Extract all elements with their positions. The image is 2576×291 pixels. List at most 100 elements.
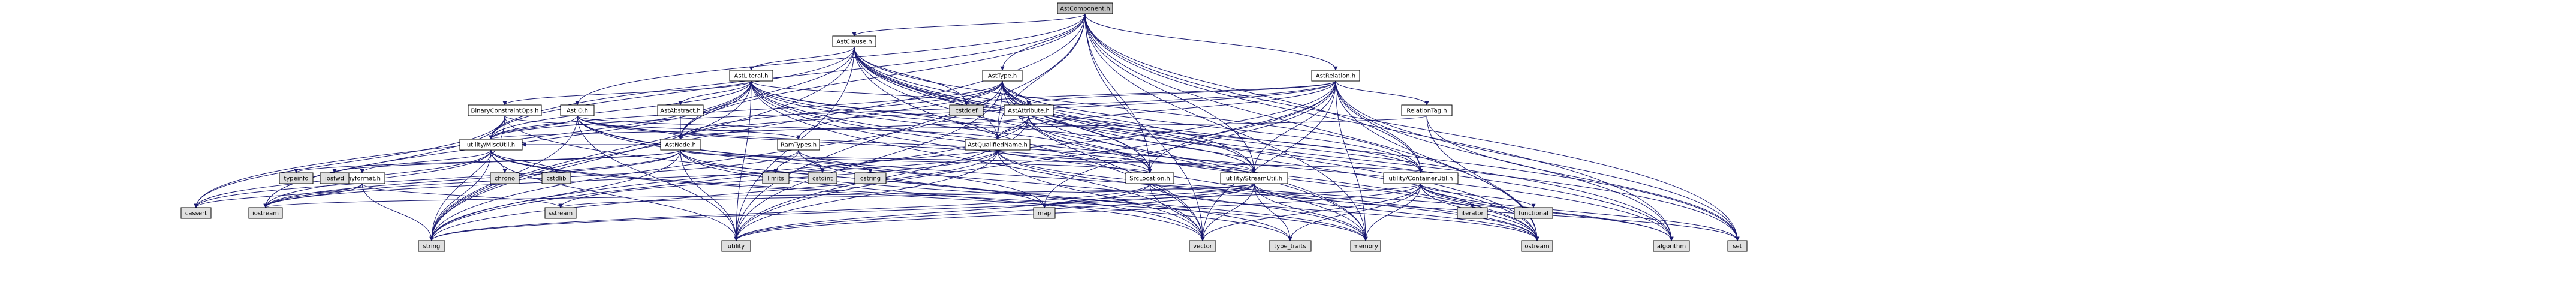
node-astclause-h[interactable]: AstClause.h [832,35,876,47]
node-box-iosfwd [320,172,350,184]
edge-relationtag-h-to-utility-miscutil-h [489,115,1427,140]
node-astcomponent-h[interactable]: AstComponent.h [1057,2,1113,14]
edge-astrelation-h-to-cstddef [964,80,1336,106]
edge-asttype-h-to-utility-miscutil-h [489,80,1003,140]
edge-astnode-h-to-iosfwd [332,149,681,173]
edge-astrelation-h-to-utility-miscutil-h [489,80,1336,140]
node-label-astclause-h: AstClause.h [836,39,872,46]
edge-binaryconstraintops-h-to-string [429,115,505,241]
edge-asttype-h-to-utility [734,80,1003,241]
node-ramtypes-h[interactable]: RamTypes.h [777,139,820,151]
node-box-srclocation-h [1125,172,1174,184]
node-box-binaryconstraintops-h [468,104,542,116]
node-box-astrelation-h [1311,70,1360,82]
edge-astcomponent-h-to-astclause-h [852,13,1086,37]
node-box-astqualifiedname-h [965,139,1031,151]
node-label-astnode-h: AstNode.h [665,142,696,149]
node-label-memory: memory [1353,244,1378,250]
edge-tinyformat-h-to-sstream [361,183,563,208]
node-astattribute-h[interactable]: AstAttribute.h [1004,104,1054,116]
edge-astcomponent-h-to-asttype-h [1000,13,1086,71]
edge-astcomponent-h-to-utility [734,13,1086,241]
node-box-vector [1189,240,1216,252]
node-binaryconstraintops-h[interactable]: BinaryConstraintOps.h [468,104,542,116]
edge-astnode-h-to-utility [680,149,739,241]
edge-utility-containerutil-h-to-map [1042,183,1421,208]
node-box-algorithm [1653,240,1690,252]
node-box-memory [1350,240,1381,252]
node-cstdlib: cstdlib [541,172,571,184]
node-box-chrono [490,172,520,184]
node-label-astrelation-h: AstRelation.h [1316,73,1355,80]
edge-astrelation-h-to-map [1042,80,1336,208]
node-astio-h[interactable]: AstIO.h [560,104,595,116]
node-label-cstdlib: cstdlib [547,176,567,182]
node-label-map: map [1038,211,1051,217]
edge-astcomponent-h-to-vector [1084,13,1205,241]
node-box-type-traits [1269,240,1312,252]
edge-astliteral-h-to-astabstract-h [678,80,752,106]
edge-asttype-h-to-astnode-h [678,80,1003,140]
edge-astclause-h-to-srclocation-h [854,46,1152,173]
node-utility-containerutil-h[interactable]: utility/ContainerUtil.h [1383,172,1459,184]
edge-ramtypes-h-to-type-traits [798,149,1292,241]
edge-asttype-h-to-utility-streamutil-h [1002,80,1257,173]
node-astnode-h[interactable]: AstNode.h [660,139,701,151]
node-chrono: chrono [490,172,520,184]
node-relationtag-h[interactable]: RelationTag.h [1401,104,1453,116]
edge-astcomponent-h-to-astqualifiedname-h [995,13,1086,140]
node-label-limits: limits [767,176,784,182]
edge-binaryconstraintops-h-to-cassert [194,115,505,208]
edge-astcomponent-h-to-astio-h [575,13,1086,106]
node-utility-miscutil-h[interactable]: utility/MiscUtil.h [459,139,523,151]
node-cstdint: cstdint [808,172,837,184]
edge-astclause-h-to-cstddef [854,46,969,106]
edge-relationtag-h-to-ostream [1426,115,1539,241]
node-astrelation-h[interactable]: AstRelation.h [1311,70,1360,82]
node-astliteral-h[interactable]: AstLiteral.h [729,70,773,82]
edge-ramtypes-h-to-cstring [798,149,873,173]
edge-tinyformat-h-to-iostream [263,183,363,208]
node-label-astqualifiedname-h: AstQualifiedName.h [968,142,1028,149]
edge-asttype-h-to-srclocation-h [1002,80,1152,173]
node-asttype-h[interactable]: AstType.h [982,70,1023,82]
node-srclocation-h[interactable]: SrcLocation.h [1125,172,1174,184]
edge-utility-streamutil-h-to-set [1254,183,1740,241]
edge-ramtypes-h-to-limits [773,149,799,173]
node-vector: vector [1189,240,1216,252]
edge-astnode-h-to-iostream [263,149,681,208]
node-utility-streamutil-h[interactable]: utility/StreamUtil.h [1220,172,1288,184]
edge-astrelation-h-to-utility-streamutil-h [1252,80,1336,173]
edges-layer [194,13,1740,241]
edge-asttype-h-to-ostream [1002,80,1539,241]
node-astqualifiedname-h[interactable]: AstQualifiedName.h [965,139,1031,151]
node-box-utility [721,240,751,252]
edge-utility-streamutil-h-to-string [429,183,1255,241]
edge-utility-containerutil-h-to-type-traits [1288,183,1421,241]
edge-astliteral-h-to-algorithm [751,80,1674,241]
edge-astclause-h-to-utility-miscutil-h [489,46,855,140]
node-box-cstdint [808,172,837,184]
node-label-sstream: sstream [549,211,573,217]
node-box-astcomponent-h [1057,2,1113,14]
node-astabstract-h[interactable]: AstAbstract.h [657,104,704,116]
edge-astliteral-h-to-utility-containerutil-h [751,80,1423,173]
node-label-string: string [423,244,441,250]
edge-binaryconstraintops-h-to-iostream [263,115,505,208]
edge-utility-streamutil-h-to-iostream [264,183,1255,208]
node-box-cstdlib [541,172,571,184]
edge-astrelation-h-to-set [1335,80,1740,241]
node-box-astclause-h [832,35,876,47]
edge-asttype-h-to-astqualifiedname-h [995,80,1003,140]
edge-astrelation-h-to-astattribute-h [1026,80,1336,106]
node-box-asttype-h [982,70,1023,82]
node-box-utility-containerutil-h [1383,172,1459,184]
node-label-utility-streamutil-h: utility/StreamUtil.h [1226,176,1282,182]
node-label-utility-containerutil-h: utility/ContainerUtil.h [1389,176,1453,182]
node-box-sstream [544,207,577,219]
node-box-limits [762,172,790,184]
edge-astio-h-to-utility-streamutil-h [577,115,1257,173]
node-label-functional: functional [1519,211,1548,217]
